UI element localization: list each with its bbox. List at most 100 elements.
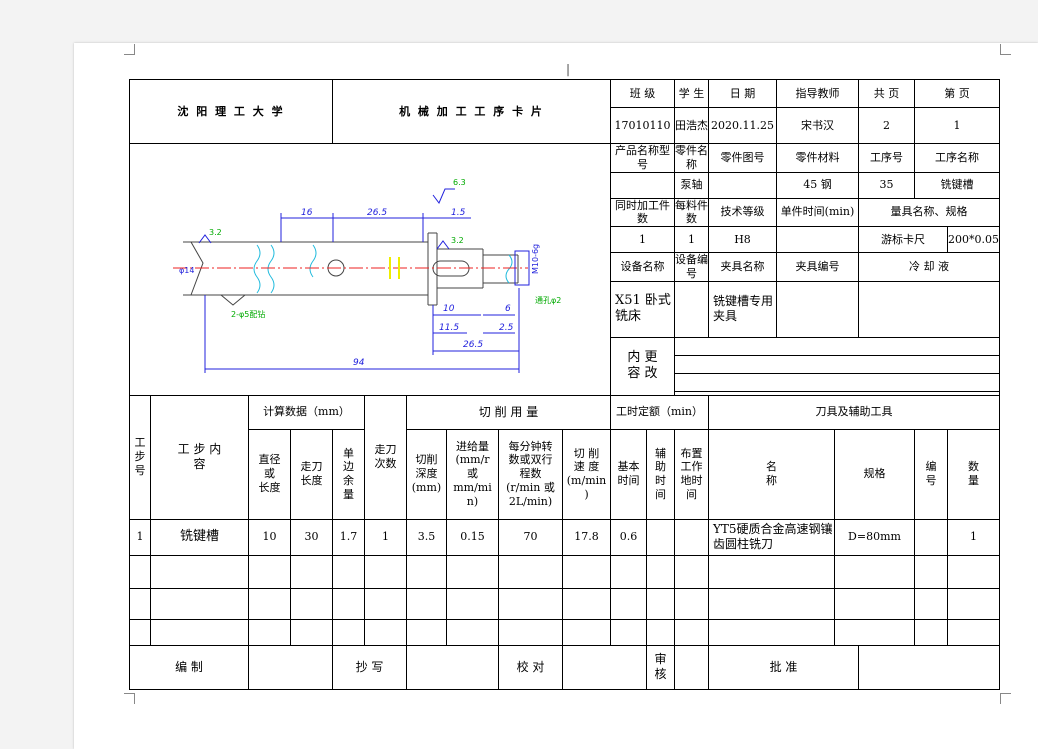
value-op-name: 铣键槽 bbox=[914, 171, 1000, 199]
diameter-note: φ14 bbox=[179, 266, 194, 275]
col-passes: 走刀 次数 bbox=[364, 394, 407, 520]
value-part-drawing-no bbox=[708, 171, 777, 199]
cell-depth: 3.5 bbox=[406, 518, 447, 556]
label-page: 第 页 bbox=[914, 79, 1000, 108]
value-op-no: 35 bbox=[858, 171, 915, 199]
label-fixture-no: 夹具编号 bbox=[776, 252, 859, 282]
col-cutting: 切 削 用 量 bbox=[406, 394, 611, 430]
dim-label: 10 bbox=[443, 304, 455, 314]
col-aux-time: 辅 助 时 间 bbox=[646, 428, 675, 520]
value-product-model bbox=[610, 171, 675, 199]
dim-label: 1.5 bbox=[451, 208, 466, 218]
crop-mark bbox=[124, 693, 135, 704]
change-content-label: 内 更 容 改 bbox=[610, 336, 675, 396]
crop-mark bbox=[1000, 44, 1011, 55]
crop-mark bbox=[124, 44, 135, 55]
change-row bbox=[674, 336, 1000, 356]
col-feed-rate: 进给量 (mm/r 或 mm/mi n) bbox=[446, 428, 499, 520]
label-class: 班 级 bbox=[610, 79, 675, 108]
cell-diameter: 10 bbox=[248, 518, 291, 556]
dim-label: 16 bbox=[301, 208, 313, 218]
table-row: 1 铣键槽 10 30 1.7 1 3.5 0.15 70 17.8 0.6 Y… bbox=[129, 518, 1000, 556]
footer-check-value bbox=[562, 644, 647, 690]
surface-roughness: 3.2 bbox=[209, 228, 222, 237]
col-tool-name: 名 称 bbox=[708, 428, 835, 520]
cell-cutting-speed: 17.8 bbox=[562, 518, 611, 556]
label-parts-per-blank: 每料件数 bbox=[674, 197, 709, 227]
value-total-pages: 2 bbox=[858, 107, 915, 144]
value-class: 17010110 bbox=[610, 107, 675, 144]
label-part-name: 零件名称 bbox=[674, 143, 709, 173]
value-equipment-no bbox=[674, 280, 709, 338]
label-op-no: 工序号 bbox=[858, 143, 915, 173]
footer-approve: 批 准 bbox=[708, 644, 859, 690]
value-fixture: 铣键槽专用夹具 bbox=[708, 280, 777, 338]
footer-approve-value bbox=[858, 644, 1000, 690]
label-advisor: 指导教师 bbox=[776, 79, 859, 108]
col-tool-qty: 数 量 bbox=[947, 428, 1000, 520]
process-card-table: 沈 阳 理 工 大 学 机 械 加 工 工 序 卡 片 班 级 学 生 日 期 … bbox=[129, 79, 1000, 690]
value-advisor: 宋书汉 bbox=[776, 107, 859, 144]
label-fixture: 夹具名称 bbox=[708, 252, 777, 282]
drill-note: 2-φ5配钻 bbox=[231, 309, 265, 319]
col-step-content: 工 步 内 容 bbox=[150, 394, 249, 520]
cell-tool-no bbox=[914, 518, 948, 556]
text-cursor: | bbox=[566, 62, 571, 76]
table-row bbox=[129, 618, 1000, 646]
cell-tool-qty: 1 bbox=[947, 518, 1000, 556]
label-student: 学 生 bbox=[674, 79, 709, 108]
col-tool-spec: 规格 bbox=[834, 428, 915, 520]
change-row bbox=[674, 372, 1000, 392]
cell-base-time: 0.6 bbox=[610, 518, 647, 556]
cell-setup-time bbox=[674, 518, 709, 556]
hole-note: 通孔φ2 bbox=[535, 295, 561, 305]
col-feed-length: 走刀 长度 bbox=[290, 428, 333, 520]
cell-aux-time bbox=[646, 518, 675, 556]
col-time-quota: 工时定额（min） bbox=[610, 394, 709, 430]
card-title: 机 械 加 工 工 序 卡 片 bbox=[332, 79, 611, 144]
value-equipment: X51 卧式铣床 bbox=[610, 280, 675, 338]
table-row bbox=[129, 554, 1000, 589]
value-simultaneous-parts: 1 bbox=[610, 226, 675, 253]
footer-review-value bbox=[674, 644, 709, 690]
cell-feed-length: 30 bbox=[290, 518, 333, 556]
university-name: 沈 阳 理 工 大 学 bbox=[129, 79, 333, 144]
col-depth: 切削 深度 (mm) bbox=[406, 428, 447, 520]
crop-mark bbox=[1000, 693, 1011, 704]
col-spindle-speed: 每分钟转 数或双行 程数 (r/min 或 2L/min) bbox=[498, 428, 563, 520]
cell-tool-name: YT5硬质合金高速钢镶齿圆柱铣刀 bbox=[708, 518, 835, 556]
table-row bbox=[129, 587, 1000, 620]
value-coolant bbox=[858, 280, 1000, 338]
col-diameter: 直径 或 长度 bbox=[248, 428, 291, 520]
cell-step-no: 1 bbox=[129, 518, 151, 556]
value-gauge-name: 游标卡尺 bbox=[858, 226, 948, 253]
label-tech-grade: 技术等级 bbox=[708, 197, 777, 227]
col-step-no: 工 步 号 bbox=[129, 394, 151, 520]
dim-label: 11.5 bbox=[439, 323, 459, 333]
col-tool-no: 编 号 bbox=[914, 428, 948, 520]
part-drawing: 16 26.5 1.5 10 6 11.5 2.5 26.5 94 3.2 3.… bbox=[129, 143, 611, 396]
dim-label: 2.5 bbox=[499, 323, 514, 333]
col-calc-data: 计算数据（mm） bbox=[248, 394, 365, 430]
cell-spindle-speed: 70 bbox=[498, 518, 563, 556]
footer-compile: 编 制 bbox=[129, 644, 249, 690]
value-student: 田浩杰 bbox=[674, 107, 709, 144]
label-op-name: 工序名称 bbox=[914, 143, 1000, 173]
value-tech-grade: H8 bbox=[708, 226, 777, 253]
dim-label: 26.5 bbox=[463, 340, 483, 350]
footer-review: 审 核 bbox=[646, 644, 675, 690]
value-unit-time bbox=[776, 226, 859, 253]
cell-step-content: 铣键槽 bbox=[150, 518, 249, 556]
label-gauge: 量具名称、规格 bbox=[858, 197, 1000, 227]
label-total-pages: 共 页 bbox=[858, 79, 915, 108]
footer-copy: 抄 写 bbox=[332, 644, 407, 690]
label-date: 日 期 bbox=[708, 79, 777, 108]
value-material: 45 钢 bbox=[776, 171, 859, 199]
value-part-name: 泵轴 bbox=[674, 171, 709, 199]
value-fixture-no bbox=[776, 280, 859, 338]
col-tools: 刀具及辅助工具 bbox=[708, 394, 1000, 430]
label-equipment: 设备名称 bbox=[610, 252, 675, 282]
col-setup-time: 布置 工作 地时 间 bbox=[674, 428, 709, 520]
dim-label: 6 bbox=[505, 304, 511, 314]
cell-tool-spec: D=80mm bbox=[834, 518, 915, 556]
